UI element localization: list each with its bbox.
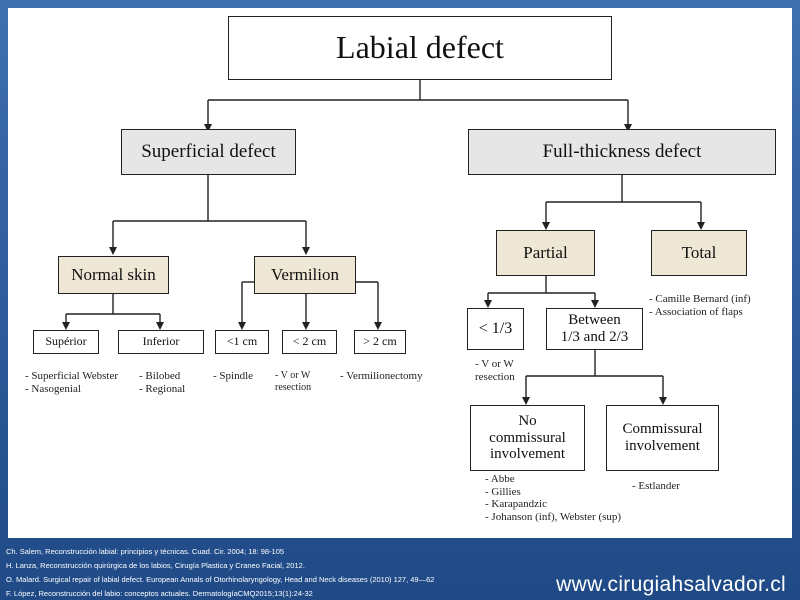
website-url: www.cirugiahsalvador.cl [556, 573, 786, 596]
total-box: Total [651, 230, 747, 276]
less-than-2cm-box: < 2 cm [282, 330, 337, 354]
less-than-one-third-note: - V or W resection [475, 358, 515, 383]
superficial-defect-box: Superficial defect [121, 129, 296, 175]
reference-1: Ch. Salem, Reconstrucción labial: princi… [6, 547, 285, 556]
less-than-1cm-note: - Spindle [213, 370, 254, 382]
reference-2: H. Lanza, Reconstrucción quirúrgica de l… [6, 561, 305, 570]
superior-box: Supérior [33, 330, 99, 354]
greater-than-2cm-note: - Vermilionectomy [340, 370, 423, 382]
normal-skin-box: Normal skin [58, 256, 169, 294]
superior-note: - Superficial Webster - Nasogenial [25, 370, 118, 395]
inferior-note: - Bilobed - Regional [139, 370, 186, 395]
greater-than-2cm-box: > 2 cm [354, 330, 406, 354]
commissural-box: Commissural involvement [606, 405, 719, 471]
commissural-note: - Estlander [632, 480, 680, 492]
less-than-1cm-box: <1 cm [215, 330, 269, 354]
vermilion-box: Vermilion [254, 256, 356, 294]
partial-box: Partial [496, 230, 595, 276]
title-box: Labial defect [228, 16, 612, 80]
diagram-panel: Labial defect Superficial defect Full-th… [8, 8, 792, 538]
no-commissural-note: - Abbe - Gillies - Karapandzic - Johanso… [485, 473, 622, 523]
connector-lines [62, 80, 705, 405]
reference-3: O. Malard. Surgical repair of labial def… [6, 575, 435, 584]
no-commissural-box: No commissural involvement [470, 405, 585, 471]
total-note: - Camille Bernard (inf) - Association of… [649, 293, 751, 318]
less-than-2cm-note: - V or W resection [275, 370, 312, 393]
full-thickness-defect-box: Full-thickness defect [468, 129, 776, 175]
reference-4: F. López, Reconstrucción del labio: conc… [6, 589, 313, 598]
between-thirds-box: Between 1/3 and 2/3 [546, 308, 643, 350]
inferior-box: Inferior [118, 330, 204, 354]
less-than-one-third-box: < 1/3 [467, 308, 524, 350]
